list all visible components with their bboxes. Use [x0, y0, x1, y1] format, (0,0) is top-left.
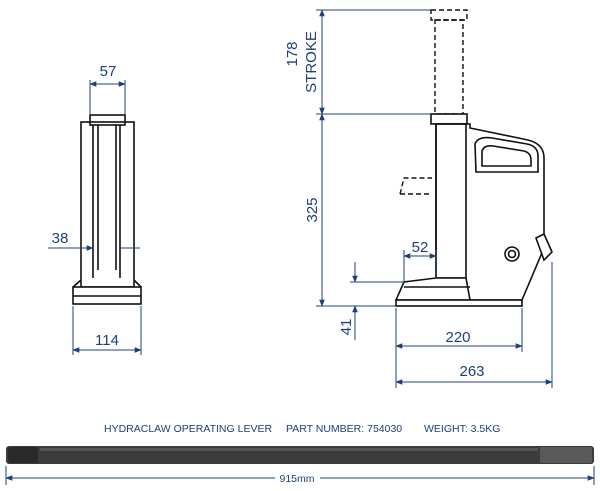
operating-lever: HYDRACLAW OPERATING LEVER PART NUMBER: 7…	[5, 423, 595, 485]
front-view-body	[72, 114, 142, 305]
lever-name: HYDRACLAW OPERATING LEVER	[104, 423, 272, 435]
dimension-toe-length-label: 52	[412, 239, 429, 256]
dimension-stroke-value: 178	[284, 41, 301, 66]
dimension-toe-height: 41	[338, 262, 404, 340]
dimension-lever-length: 915mm	[5, 466, 595, 485]
ram-extended	[430, 9, 468, 115]
dimension-toe-height-label: 41	[338, 319, 355, 336]
dimension-base-width: 114	[72, 306, 142, 355]
dimension-height: 325	[304, 113, 396, 307]
lever-bar	[6, 446, 594, 464]
dimension-overall-length-label: 263	[459, 363, 484, 380]
dimension-top-width-label: 57	[100, 63, 117, 80]
dimension-base-length: 220	[395, 308, 523, 388]
side-view: 178 STROKE 325 52 41 220	[284, 9, 553, 388]
dimension-base-width-label: 114	[95, 332, 119, 349]
dimension-toe-length: 52	[403, 239, 437, 282]
dimension-top-width: 57	[89, 63, 126, 115]
dimension-height-label: 325	[304, 197, 321, 222]
dimension-inner-width: 38	[48, 230, 140, 251]
lever-weight: WEIGHT: 3.5KG	[424, 423, 500, 435]
dimension-base-length-label: 220	[445, 329, 470, 346]
dimension-inner-width-label: 38	[52, 230, 69, 247]
dimension-lever-length-label: 915mm	[279, 473, 314, 485]
side-view-body	[394, 113, 553, 307]
front-view: 57 38 114	[48, 63, 142, 355]
dimension-stroke: 178 STROKE	[284, 9, 431, 115]
lever-part-number: PART NUMBER: 754030	[286, 423, 402, 435]
dimension-stroke-label: STROKE	[303, 31, 320, 93]
dimension-overall-length: 263	[395, 262, 553, 388]
